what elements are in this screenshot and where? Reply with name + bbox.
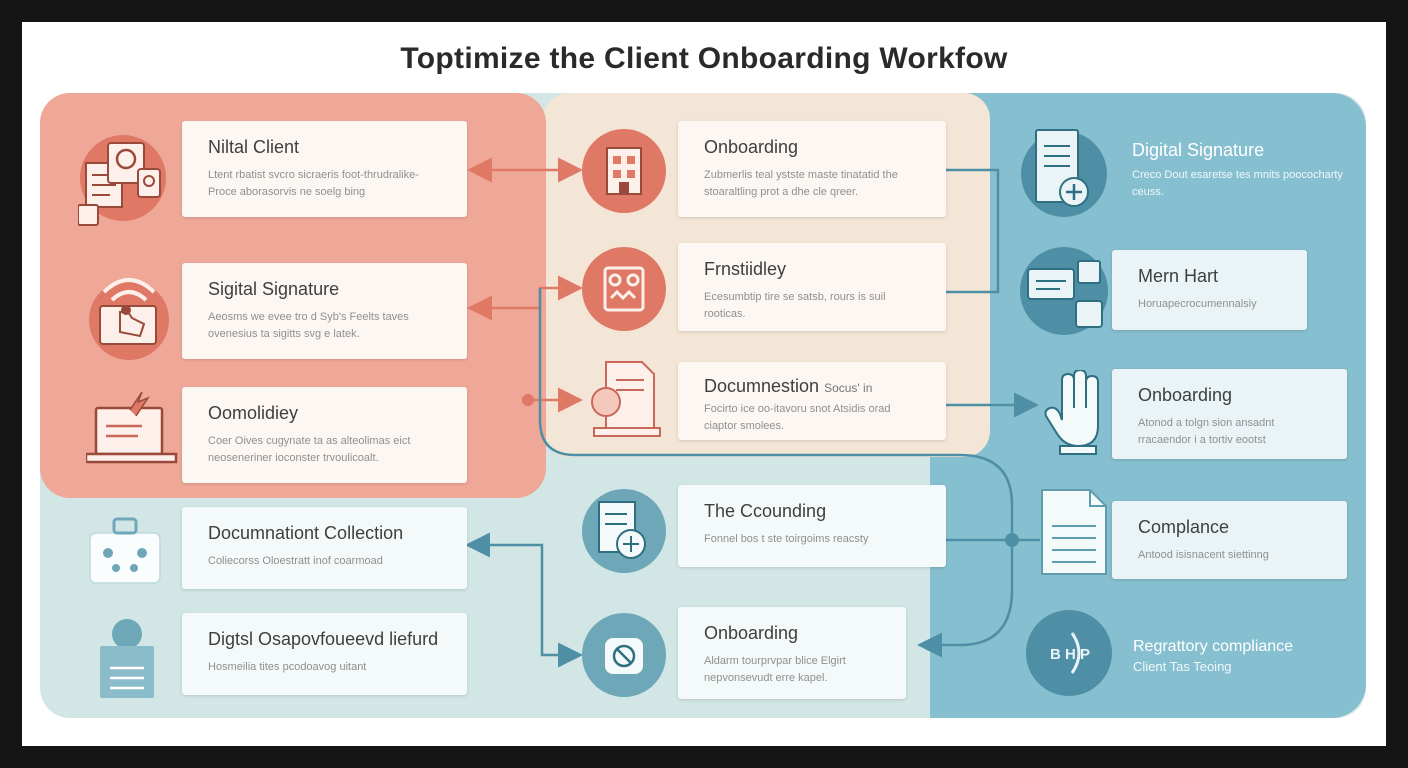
documents-gear-icon (78, 135, 166, 226)
bhp-badge-icon: B H P (1026, 610, 1112, 696)
user-profile-icon (100, 619, 154, 698)
card-title: Onboarding (704, 623, 799, 643)
item-title: Regrattory compliance (1133, 638, 1294, 655)
briefcase-icon (89, 517, 161, 584)
card-title-extra: Socus' in (824, 381, 873, 395)
document-stamp-icon (591, 361, 661, 437)
card-title: Niltal Client (208, 137, 300, 157)
chat-document-icon (1020, 247, 1108, 335)
card-description: Aldarm tourprvpar blice Elgirt nepvonsev… (704, 655, 846, 684)
card-complance[interactable]: Complance Antood isisnacent siettinng (1112, 501, 1347, 579)
card-description: Antood isisnacent siettinng (1138, 549, 1269, 561)
card-oomolidiey[interactable]: Oomolidiey Coer Oives cugynate ta as alt… (182, 387, 467, 483)
document-plus-icon (1021, 129, 1107, 217)
card-title-row: Documnestion Socus' in (704, 376, 924, 397)
settings-panel-icon (582, 247, 666, 331)
item-title: Digital Signature (1132, 140, 1265, 160)
card-title: Complance (1138, 517, 1230, 537)
card-title: Sigital Signature (208, 279, 340, 299)
card-digital-approval[interactable]: Digtsl Osapovfoueevd liefurd Hosmeilia t… (182, 613, 467, 695)
card-title: Documnationt Collection (208, 523, 404, 543)
badge-text: B H P (1050, 646, 1090, 663)
card-fnstiidley[interactable]: Frnstiidley Ecesumbtip tire se satsb, ro… (678, 243, 946, 331)
card-title: Digtsl Osapovfoueevd liefurd (208, 629, 439, 649)
card-title: Oomolidiey (208, 403, 299, 423)
card-description: Ecesumbtip tire se satsb, rours is suil … (704, 291, 886, 320)
laptop-document-icon (86, 391, 178, 464)
connector-coral-vertical (538, 288, 1014, 658)
card-the-ccounding[interactable]: The Ccounding Fonnel bos t ste toirgoims… (678, 485, 946, 567)
card-onboarding-bottom[interactable]: Onboarding Aldarm tourprvpar blice Elgir… (678, 607, 906, 699)
card-title: Mern Hart (1138, 266, 1219, 286)
card-description: Coer Oives cugynate ta as alteolimas eic… (208, 435, 411, 464)
connector-onboarding-right (946, 168, 1000, 294)
card-title: The Ccounding (704, 501, 827, 521)
card-title: Onboarding (1138, 385, 1233, 405)
connector-signature-fnstiidley (472, 288, 578, 308)
document-fan-icon (582, 489, 666, 573)
card-title: Onboarding (704, 137, 799, 157)
item-description: Client Tas Teoing (1133, 659, 1232, 674)
shield-check-icon (582, 613, 666, 697)
building-icon (582, 129, 666, 213)
card-initial-client[interactable]: Niltal Client Ltent rbatist svcro sicrae… (182, 121, 467, 217)
card-description: Aeosms we evee tro d Syb's Feelts taves … (208, 311, 409, 340)
item-description: Creco Dout esaretse tes mnits poocochart… (1132, 169, 1343, 198)
card-description: Fonnel bos t ste toirgoims reacsty (704, 533, 869, 545)
card-description: Zubmerlis teal ystste maste tinatatid th… (704, 169, 898, 198)
card-documnestion[interactable]: Documnestion Socus' in Focirto ice oo-it… (678, 362, 946, 440)
card-description: Hosmeilia tites pcodoavog uitant (208, 661, 367, 673)
card-mern-hart[interactable]: Mern Hart Horuapecrocumennalsiy (1112, 250, 1307, 330)
card-description: Ltent rbatist svcro sicraeris foot-thrud… (208, 169, 419, 198)
connector-node-coral (522, 394, 534, 406)
card-documentation-collection[interactable]: Documnationt Collection Coliecorss Oloes… (182, 507, 467, 589)
right-item-digital-signature[interactable]: Digital Signature Creco Dout esaretse te… (1132, 140, 1352, 201)
page-title: Toptimize the Client Onboarding Workfow (400, 42, 1008, 75)
card-description: Focirto ice oo-itavoru snot Atsidis orad… (704, 403, 891, 432)
connector-collection-onboarding (465, 532, 583, 668)
card-onboarding-right[interactable]: Onboarding Atonod a tolgn sion ansadnt r… (1112, 369, 1347, 459)
document-lines-icon (1041, 489, 1107, 575)
right-item-regulatory-compliance[interactable]: Regrattory compliance Client Tas Teoing (1133, 638, 1353, 675)
card-description: Atonod a tolgn sion ansadnt rracaendor i… (1138, 417, 1275, 446)
card-title: Documnestion (704, 376, 820, 396)
wifi-hand-tablet-icon (89, 278, 169, 360)
raised-hand-icon (1044, 370, 1099, 455)
card-sigital-signature[interactable]: Sigital Signature Aeosms we evee tro d S… (182, 263, 467, 359)
connector-node-blue (1005, 533, 1019, 547)
card-onboarding-top[interactable]: Onboarding Zubmerlis teal ystste maste t… (678, 121, 946, 217)
card-title: Frnstiidley (704, 259, 787, 279)
card-description: Coliecorss Oloestratt inof coarmoad (208, 555, 383, 567)
card-description: Horuapecrocumennalsiy (1138, 298, 1257, 310)
